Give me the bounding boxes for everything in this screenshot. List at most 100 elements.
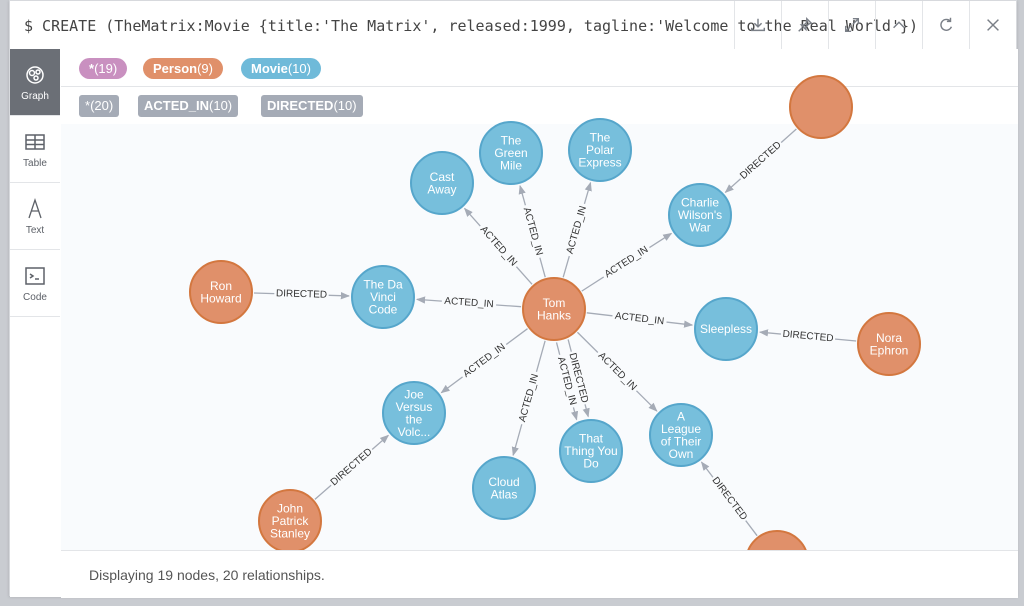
node-caption: Charlie bbox=[681, 196, 719, 210]
fullscreen-button[interactable] bbox=[828, 1, 875, 49]
node-caption: Stanley bbox=[270, 527, 310, 541]
sidebar-item-label: Code bbox=[23, 291, 47, 303]
relationship-acted-in[interactable]: ACTED_IN bbox=[562, 181, 592, 278]
relationship-label-bg bbox=[599, 241, 653, 283]
label-pill-all[interactable]: *(19) bbox=[79, 58, 128, 79]
label-pill-movie[interactable]: Movie(10) bbox=[241, 58, 321, 79]
relationship-acted-in[interactable]: ACTED_IN bbox=[440, 328, 528, 394]
movie-node-circle[interactable] bbox=[649, 403, 713, 467]
movie-node-circle[interactable] bbox=[668, 183, 732, 247]
graph-icon bbox=[26, 65, 44, 84]
relationship-acted-in[interactable]: ACTED_IN bbox=[511, 340, 546, 457]
sidebar-item-label: Table bbox=[23, 157, 47, 169]
node-caption: The bbox=[501, 134, 522, 148]
person-node-circle[interactable] bbox=[857, 312, 921, 376]
node-caption: Volc... bbox=[398, 425, 431, 439]
relationship-acted-in[interactable]: ACTED_IN bbox=[518, 184, 547, 278]
relationship-legend: *(20) ACTED_IN(10) DIRECTED(10) bbox=[61, 87, 1018, 125]
relationship-acted-in[interactable]: ACTED_IN bbox=[586, 308, 694, 329]
node-caption: Hanks bbox=[537, 308, 571, 322]
node-caption: Green bbox=[494, 146, 527, 160]
node-caption: Code bbox=[369, 303, 398, 317]
sidebar-item-text[interactable]: Text bbox=[10, 183, 60, 250]
movie-node-circle[interactable] bbox=[568, 118, 632, 182]
node-caption: John bbox=[277, 502, 303, 516]
node-caption: Polar bbox=[586, 143, 614, 157]
node-caption: Wilson's bbox=[678, 208, 722, 222]
rel-pill-acted-in[interactable]: ACTED_IN(10) bbox=[138, 95, 239, 117]
relationship-acted-in[interactable]: ACTED_IN bbox=[463, 207, 533, 285]
node-caption: League bbox=[661, 422, 701, 436]
graph-node-joe[interactable]: JoeVersustheVolc... bbox=[382, 381, 446, 445]
query-text[interactable]: $ CREATE (TheMatrix:Movie {title:'The Ma… bbox=[24, 17, 919, 35]
relationship-directed[interactable]: DIRECTED bbox=[724, 128, 797, 193]
node-caption: Cast bbox=[430, 170, 455, 184]
relationship-label: ACTED_IN bbox=[565, 205, 589, 256]
node-caption: Howard bbox=[200, 291, 241, 305]
relationship-label-bg bbox=[274, 286, 329, 302]
table-icon bbox=[25, 133, 45, 150]
movie-node-circle[interactable] bbox=[559, 419, 623, 483]
collapse-button[interactable] bbox=[875, 1, 922, 49]
rel-pill-directed[interactable]: DIRECTED(10) bbox=[261, 95, 363, 117]
sidebar-item-table[interactable]: Table bbox=[10, 116, 60, 183]
person-node-circle[interactable] bbox=[522, 277, 586, 341]
close-button[interactable] bbox=[969, 1, 1016, 49]
person-node-circle[interactable] bbox=[189, 260, 253, 324]
relationship-label-bg bbox=[565, 349, 592, 406]
rerun-button[interactable] bbox=[922, 1, 969, 49]
pin-button[interactable] bbox=[781, 1, 828, 49]
node-caption: Nora bbox=[876, 331, 902, 345]
rel-pill-all[interactable]: *(20) bbox=[79, 95, 120, 117]
node-caption: Thing You bbox=[564, 444, 617, 458]
sidebar-item-graph[interactable]: Graph bbox=[10, 49, 60, 116]
movie-node-circle[interactable] bbox=[410, 151, 474, 215]
relationship-acted-in[interactable]: ACTED_IN bbox=[581, 232, 673, 292]
relationship-label-bg bbox=[475, 221, 522, 271]
expand-icon bbox=[844, 17, 860, 33]
relationship-label: DIRECTED bbox=[276, 288, 327, 301]
relationship-label-bg bbox=[562, 201, 591, 258]
relationship-label: DIRECTED bbox=[738, 140, 783, 182]
node-caption: Ephron bbox=[870, 343, 909, 357]
graph-node-p_top[interactable] bbox=[789, 75, 853, 139]
node-caption: Joe bbox=[404, 387, 424, 401]
relationship-acted-in[interactable]: ACTED_IN bbox=[416, 294, 522, 311]
node-caption: Do bbox=[583, 457, 599, 471]
movie-node-circle[interactable] bbox=[479, 121, 543, 185]
movie-node-circle[interactable] bbox=[351, 265, 415, 329]
relationship-directed[interactable]: DIRECTED bbox=[700, 461, 758, 537]
sidebar-item-code[interactable]: Code bbox=[10, 250, 60, 317]
movie-node-circle[interactable] bbox=[472, 456, 536, 520]
download-button[interactable] bbox=[734, 1, 781, 49]
movie-node-circle[interactable] bbox=[694, 297, 758, 361]
relationship-label-bg bbox=[780, 327, 836, 346]
relationship-label-bg bbox=[515, 369, 543, 426]
download-icon bbox=[750, 18, 766, 32]
graph-node-sleepless[interactable]: Sleepless bbox=[694, 297, 758, 361]
node-caption: The Da bbox=[363, 278, 403, 292]
person-node-circle[interactable] bbox=[789, 75, 853, 139]
relationship-label-bg bbox=[611, 308, 668, 329]
node-caption: Mile bbox=[500, 159, 522, 173]
relationship-directed[interactable]: DIRECTED bbox=[253, 286, 350, 302]
movie-node-circle[interactable] bbox=[382, 381, 446, 445]
relationship-directed[interactable]: DIRECTED bbox=[314, 434, 390, 500]
label-pill-person[interactable]: Person(9) bbox=[143, 58, 223, 79]
relationship-directed[interactable]: DIRECTED bbox=[758, 327, 857, 346]
relationship-label-bg bbox=[708, 472, 752, 525]
